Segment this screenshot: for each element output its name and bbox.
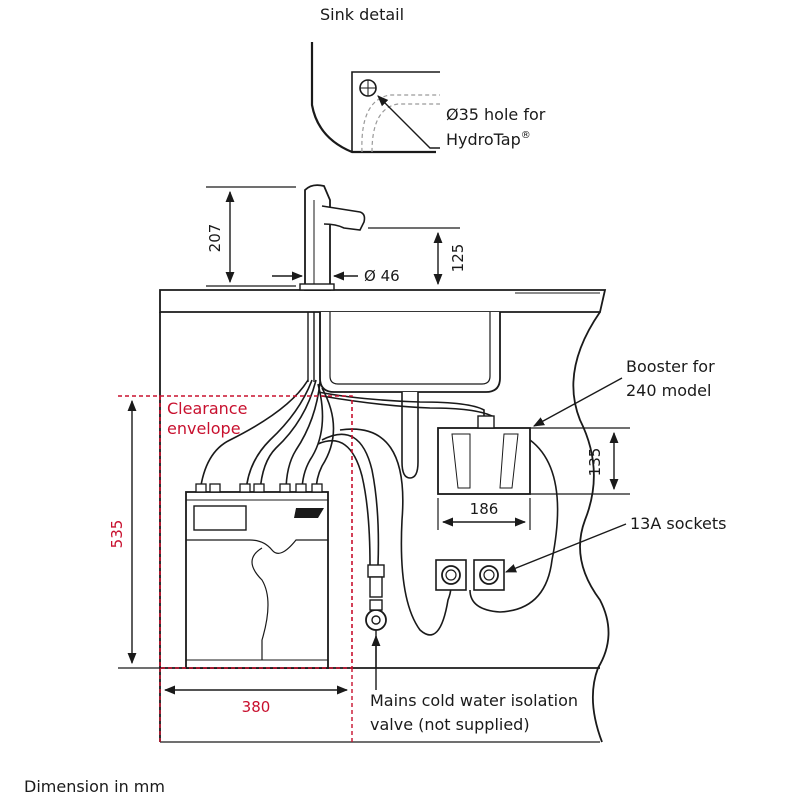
sockets-label: 13A sockets [630,514,726,533]
sink-detail-frame [310,42,436,154]
callouts: Booster for 240 model 13A sockets Mains … [370,357,726,734]
unit-logo-badge [294,508,324,518]
sink-rim-outline [351,71,440,152]
sink-detail-title: Sink detail [320,5,404,24]
cabinet-cut-edge [572,311,610,743]
chiller-boiler-unit [185,483,329,669]
booster-leader-arrow [533,377,623,427]
clearance-label-line2: envelope [167,419,241,438]
dim-clearance-width: 380 [242,698,271,716]
hole-label-line1: Ø35 hole for [446,105,546,124]
sink-detail: Sink detail Ø35 hole for HydroTap® [310,5,546,154]
registered-mark: ® [521,130,531,141]
tap-spout [321,205,366,231]
sink-bowl-outline [361,94,440,153]
dimension-lines: 207 125 Ø 46 135 186 535 380 [108,186,630,716]
svg-text:HydroTap®: HydroTap® [446,130,531,149]
booster-unit [437,415,531,495]
clearance-envelope: Clearance envelope [118,395,353,742]
clearance-label-line1: Clearance [167,399,247,418]
sink-bowl [319,312,501,479]
booster-label-line2: 240 model [626,381,711,400]
dim-tap-height: 207 [206,224,224,253]
unit-display [193,505,247,531]
sink-waste [401,392,419,479]
hole-label-line2: HydroTap [446,130,521,149]
valve-label-line1: Mains cold water isolation [370,691,578,710]
power-sockets [435,559,505,591]
units-note: Dimension in mm [24,777,165,796]
hole-leader-arrow [377,95,440,149]
dim-booster-width: 186 [470,500,499,518]
dim-tap-diameter: Ø 46 [364,267,400,285]
dim-clearance-height: 535 [108,520,126,549]
sockets-leader-arrow [504,523,627,573]
dim-booster-height: 135 [586,448,604,477]
hydrotap [299,184,366,382]
isolation-valve [365,564,387,668]
booster-label-line1: Booster for [626,357,715,376]
valve-label-line2: valve (not supplied) [370,715,530,734]
dim-spout-height: 125 [449,244,467,273]
